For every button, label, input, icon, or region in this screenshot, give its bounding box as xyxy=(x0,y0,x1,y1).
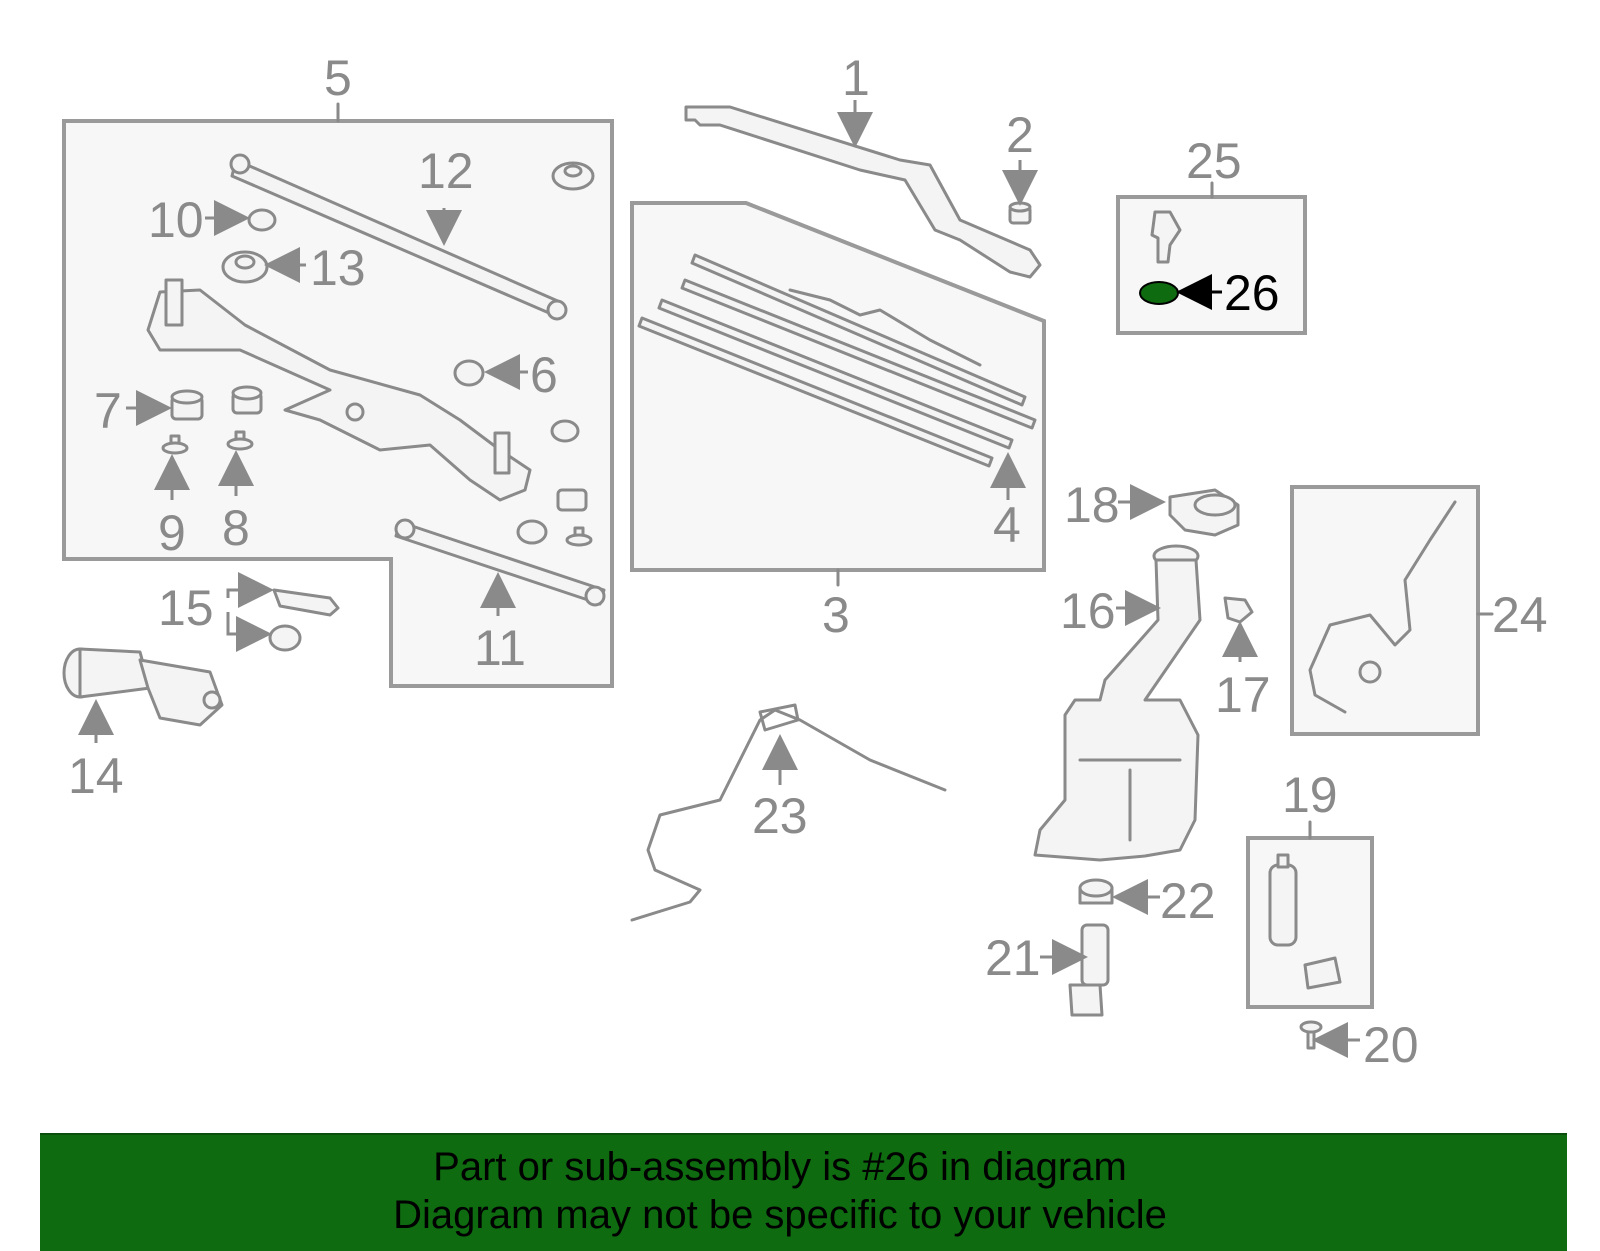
callout-3: 3 xyxy=(822,587,850,643)
callout-4: 4 xyxy=(993,497,1021,553)
callout-1: 1 xyxy=(842,50,870,106)
callout-11: 11 xyxy=(474,620,526,676)
bushing-8a xyxy=(231,385,263,415)
callout-24: 24 xyxy=(1492,587,1548,643)
small-parts-right xyxy=(516,419,593,547)
callout-16: 16 xyxy=(1060,583,1116,639)
callout-7: 7 xyxy=(94,383,122,439)
bracket-25 xyxy=(1150,210,1182,264)
callout-21: 21 xyxy=(985,930,1041,986)
grommet-22 xyxy=(1078,878,1114,905)
callout-14: 14 xyxy=(68,748,124,804)
callout-15: 15 xyxy=(158,580,214,636)
cap-18 xyxy=(1168,488,1240,537)
banner-line-2: Diagram may not be specific to your vehi… xyxy=(393,1193,1167,1237)
callout-9: 9 xyxy=(158,505,186,561)
bushing-10 xyxy=(247,208,277,232)
wiper-motor-14 xyxy=(62,647,224,727)
hose-box xyxy=(1290,485,1480,736)
callout-19: 19 xyxy=(1282,767,1338,823)
banner-line-1: Part or sub-assembly is #26 in diagram xyxy=(433,1145,1127,1189)
callout-12: 12 xyxy=(418,143,474,199)
bushing-13 xyxy=(221,250,269,284)
nut-6 xyxy=(453,359,485,387)
grommet-top-right xyxy=(551,161,595,191)
callout-5: 5 xyxy=(324,50,352,106)
callout-8: 8 xyxy=(222,500,250,556)
bolt-17 xyxy=(1223,596,1254,624)
level-sensor-21 xyxy=(1068,923,1110,1017)
bolt-9 xyxy=(161,434,189,455)
washer-hose-24 xyxy=(1308,500,1457,714)
callout-17: 17 xyxy=(1215,667,1271,723)
washer-hose-23 xyxy=(630,708,947,922)
callout-arrows xyxy=(78,100,1360,1058)
cap-2 xyxy=(1008,201,1032,225)
callout-10: 10 xyxy=(148,192,204,248)
callout-20: 20 xyxy=(1363,1017,1419,1073)
bolt-8 xyxy=(226,430,254,451)
blade-assembly-box xyxy=(630,201,1046,572)
link-rod-11 xyxy=(394,518,606,607)
clip-20 xyxy=(1299,1020,1323,1050)
bushing-7 xyxy=(170,389,204,421)
callout-6: 6 xyxy=(530,347,558,403)
wiper-blade-3 xyxy=(637,253,1037,468)
linkage-frame xyxy=(146,278,532,502)
callout-18: 18 xyxy=(1064,477,1120,533)
part-26-highlight xyxy=(1139,281,1179,305)
callout-25: 25 xyxy=(1186,133,1242,189)
callout-2: 2 xyxy=(1006,107,1034,163)
washer-reservoir-16 xyxy=(1033,544,1202,862)
washer-pump-19 xyxy=(1268,853,1342,990)
callout-13: 13 xyxy=(310,240,366,296)
info-banner: Part or sub-assembly is #26 in diagram D… xyxy=(40,1133,1567,1251)
wiper-arm-1 xyxy=(684,105,1042,279)
bracket-15 xyxy=(268,588,340,652)
callout-26-highlighted: 26 xyxy=(1224,265,1280,321)
callout-22: 22 xyxy=(1160,873,1216,929)
callout-23: 23 xyxy=(752,788,808,844)
link-rod-12 xyxy=(229,153,568,321)
